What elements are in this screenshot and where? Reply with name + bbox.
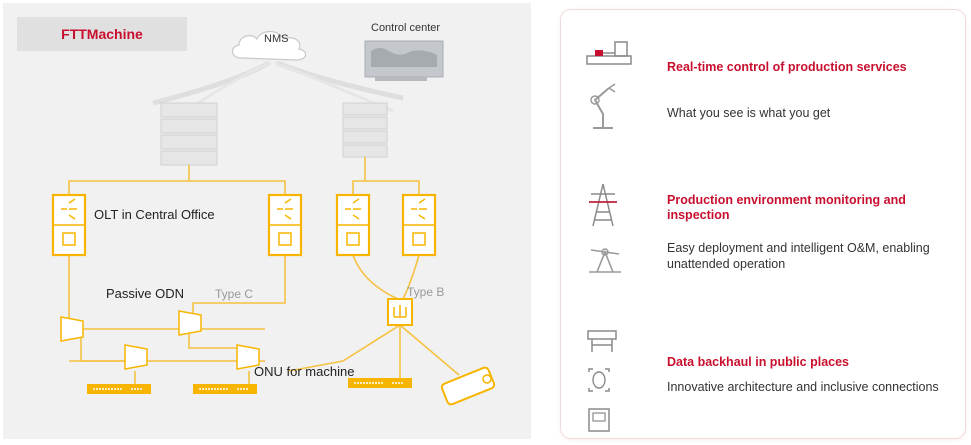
fttmachine-diagram-panel: FTTMachine — [3, 3, 531, 439]
network-topology-diagram — [51, 30, 496, 406]
olt-device-icon — [51, 193, 87, 257]
core-server-right-icon — [342, 102, 388, 158]
machine-tool-icon — [586, 41, 632, 65]
olt-device-icon — [401, 193, 437, 257]
feature-title: Data backhaul in public places — [667, 355, 850, 369]
facial-scan-icon — [588, 368, 610, 392]
feature-title: Real-time control of production services — [667, 60, 907, 74]
control-center-label: Control center — [371, 22, 441, 34]
onu-device-icon — [348, 378, 412, 388]
power-tower-icon — [589, 183, 617, 227]
olt-device-icon — [335, 193, 371, 257]
onu-device-icon — [193, 384, 257, 394]
robot-arm-icon — [590, 83, 616, 129]
onu-device-icon — [87, 384, 151, 394]
optical-splitter-icon — [387, 298, 413, 326]
features-panel: Real-time control of production services… — [561, 10, 965, 438]
feature-desc: Easy deployment and intelligent O&M, ena… — [667, 241, 930, 271]
oil-pump-icon — [589, 248, 621, 273]
machine-frame-icon — [587, 330, 617, 352]
camera-device-icon — [440, 366, 496, 406]
passive-odn-label: Passive ODN — [106, 286, 185, 301]
splitter-icon — [60, 310, 260, 370]
core-server-left-icon — [160, 102, 218, 166]
kiosk-icon — [588, 408, 610, 432]
type-b-label: Type B — [407, 285, 445, 299]
feature-title: Production environment monitoring and in… — [667, 193, 906, 222]
nms-cloud-icon — [231, 30, 307, 61]
onu-label: ONU for machine — [254, 364, 355, 379]
nms-label: NMS — [264, 33, 289, 45]
feature-desc: Innovative architecture and inclusive co… — [667, 380, 939, 394]
feature-desc: What you see is what you get — [667, 106, 831, 120]
type-c-label: Type C — [215, 287, 254, 301]
fttmachine-title: FTTMachine — [17, 17, 187, 51]
olt-device-icon — [267, 193, 303, 257]
olt-label: OLT in Central Office — [94, 207, 215, 222]
control-center-screen-icon — [364, 40, 444, 81]
